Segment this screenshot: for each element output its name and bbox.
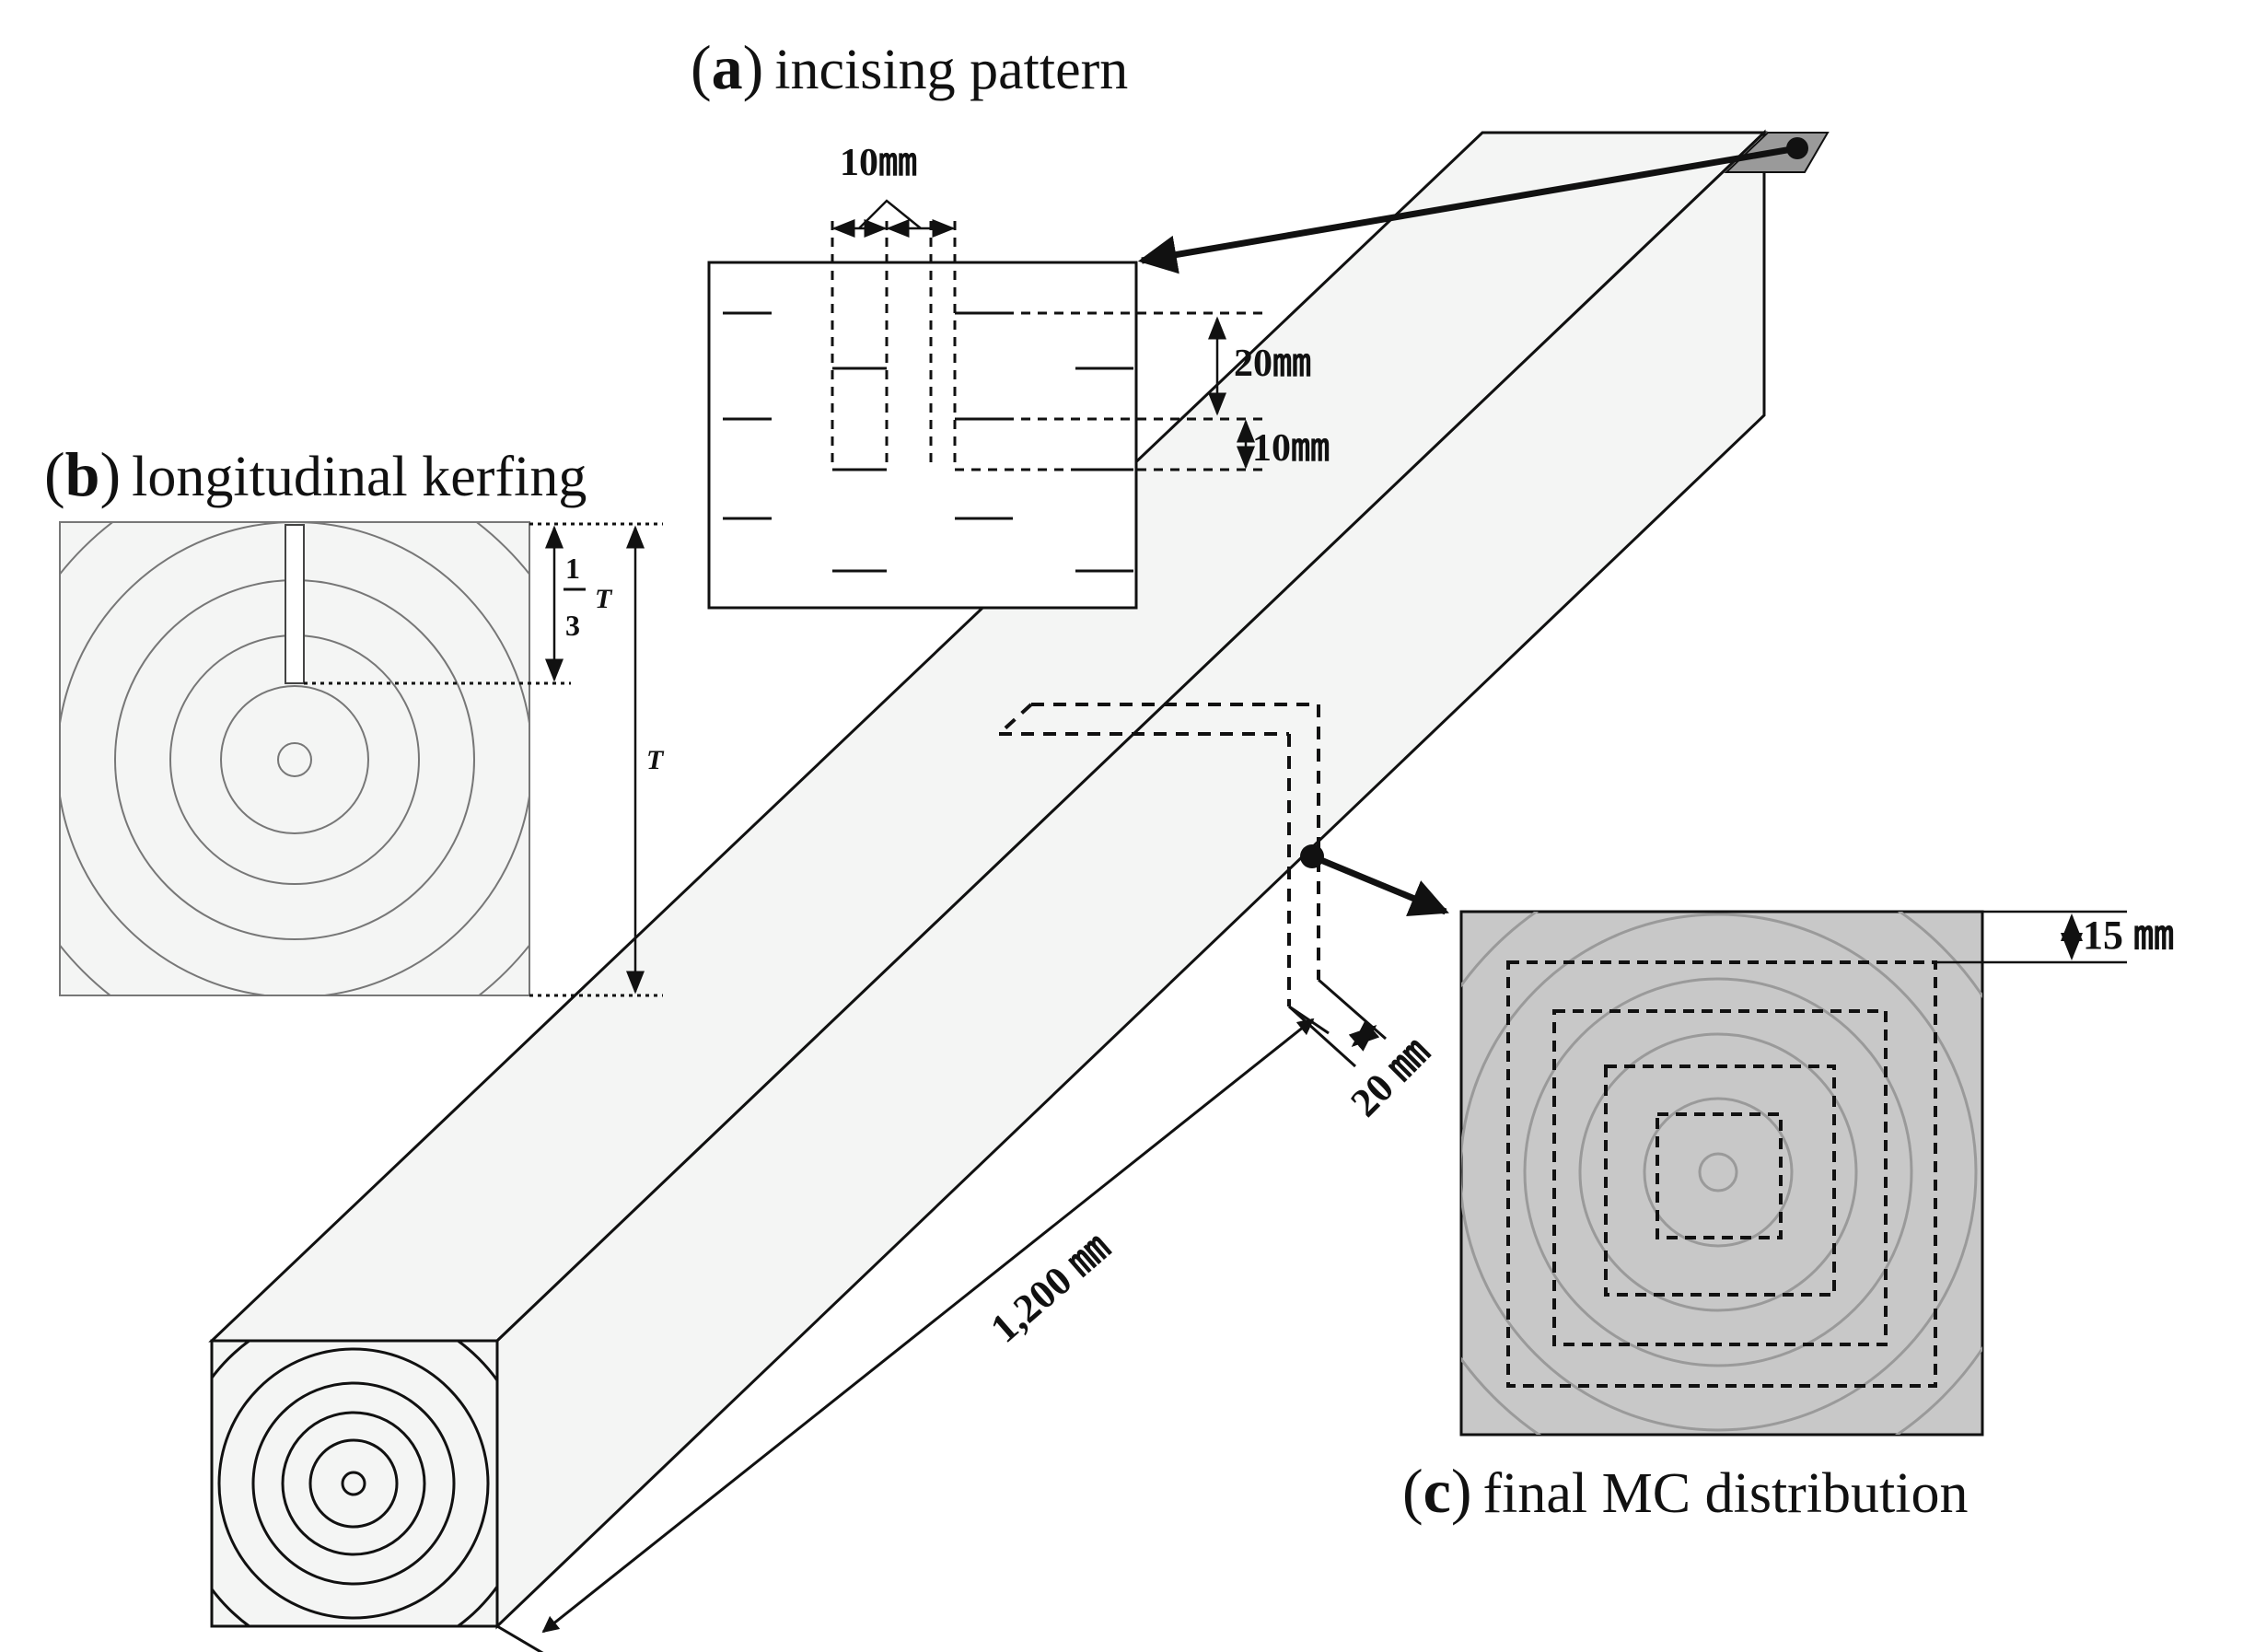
mc-growth-rings [1461,912,1982,1435]
mc-layer-label: 15 ㎜ [2083,913,2174,958]
section-depth-dimension: 20 ㎜ [1287,978,1438,1125]
incision-length-label: 10㎜ [1252,427,1330,470]
panel-b-title: (b)longitudinal kerfing [44,439,587,509]
panel-a: (a)incising pattern [691,32,1330,610]
kerf-frac-den: 3 [565,609,580,642]
arrow-c-origin-dot [1300,844,1324,868]
incision-length-dimension: 10㎜ [1237,419,1330,470]
kerf-extension-lines [304,522,663,997]
kerf-depth-dimension: 1 3 T [545,525,613,682]
incision-spacing-label: 20㎜ [1234,343,1311,385]
arrow-to-panel-c [1310,853,1449,916]
incision-marks [723,311,1133,573]
kerf-frac-var: T [595,584,613,614]
arrow-a-origin-dot [1786,137,1808,159]
mc-layer-dimension: 15 ㎜ [1935,910,2174,964]
length-label: 1,200 ㎜ [982,1225,1118,1352]
kerf-slot [285,524,305,684]
panel-c: 15 ㎜ (c)final MC distribution [1402,910,2174,1526]
end-face-growth-rings [212,1341,497,1626]
kerf-frac-num: 1 [565,552,580,585]
section-cut-dashed [997,703,1320,1006]
incision-spacing-dimension: 20㎜ [1208,316,1311,416]
panel-a-title: (a)incising pattern [691,32,1128,102]
incising-pattern-box [707,261,1138,610]
incision-width-dimension: 10㎜ [831,142,956,238]
thickness-label: T [646,745,665,775]
panel-c-title: (c)final MC distribution [1402,1456,1969,1526]
mc-zone-boundaries [1506,960,1937,1388]
mc-distribution-section [1459,910,1984,1437]
panel-b: (b)longitudinal kerfing 1 3 T [44,439,665,997]
section-thickness-dimension: T [626,525,665,995]
arrow-to-panel-a [1137,145,1798,274]
incision-width-label: 10㎜ [840,142,917,184]
